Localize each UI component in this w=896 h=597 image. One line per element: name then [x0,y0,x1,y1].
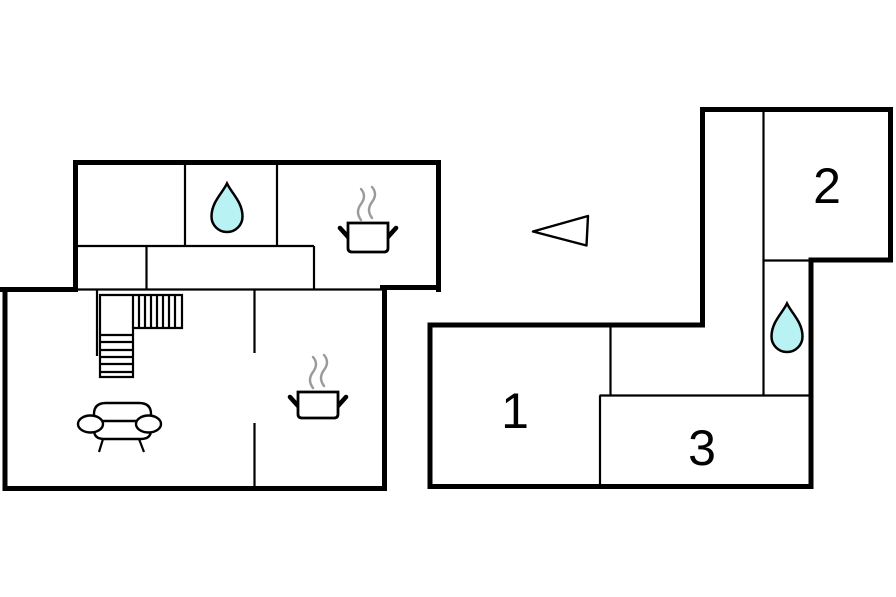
direction-arrow-icon [531,214,590,247]
left-building [0,160,441,491]
right-building-partitions [598,107,809,487]
right-building: 1 2 3 [427,107,893,489]
water-drop-icon [210,180,244,234]
room-label-1: 1 [501,383,529,439]
room-label-3: 3 [688,420,716,476]
right-building-exterior-walls [427,107,893,489]
water-drop-icon [770,300,804,354]
room-label-2: 2 [813,158,841,214]
cooking-pot-icon [337,185,399,254]
left-building-lower-floor-walls [0,287,387,491]
left-building-upper-floor-walls [73,160,441,292]
sofa-icon [76,401,163,453]
left-building-lower-floor-partitions [95,290,256,488]
cooking-pot-icon [287,353,349,420]
left-building-upper-floor-partitions [75,160,384,291]
stairs-icon [98,293,184,379]
